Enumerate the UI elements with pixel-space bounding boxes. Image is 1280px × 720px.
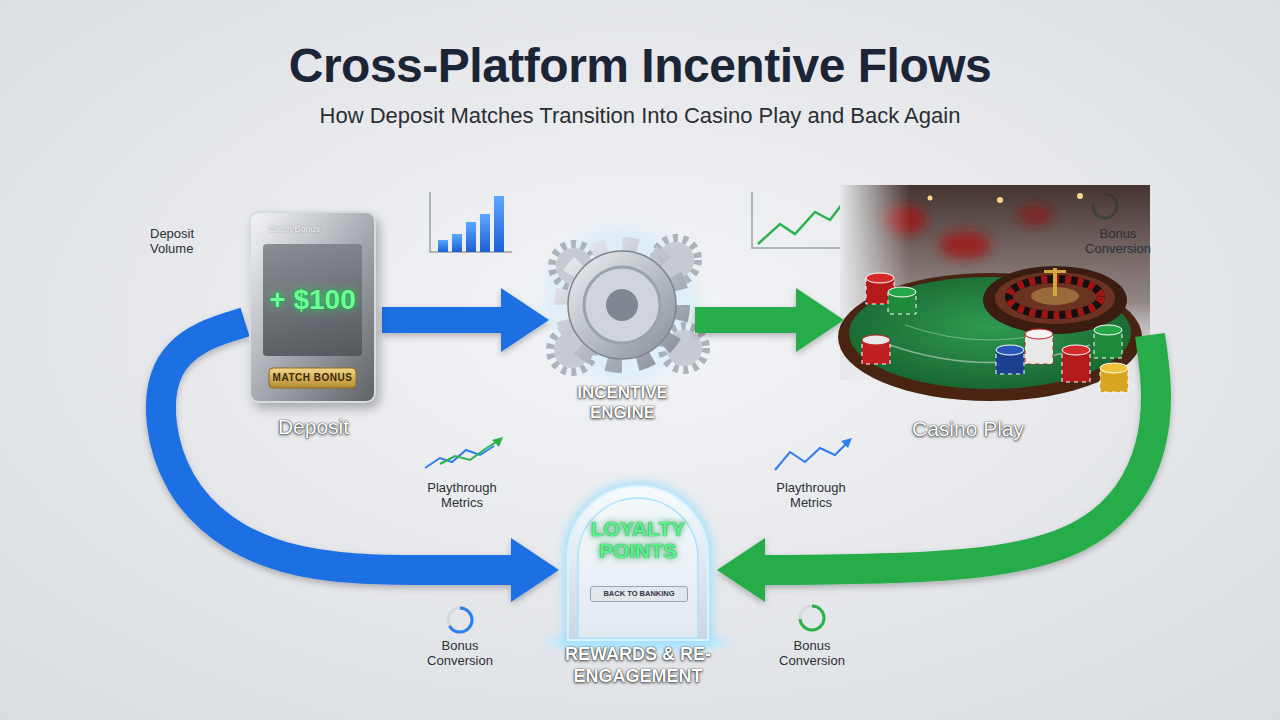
main-gear <box>584 267 660 343</box>
felt-marking <box>890 345 1090 363</box>
metric-label: Bonus Conversion <box>1078 226 1158 256</box>
chip-stack <box>1094 325 1122 335</box>
main-gear <box>606 289 638 321</box>
chip-stack <box>996 345 1024 355</box>
metric-label: Playthrough Metrics <box>761 480 861 510</box>
chip-stack <box>866 273 894 283</box>
diagram-subtitle: How Deposit Matches Transition Into Casi… <box>0 103 1280 129</box>
metric-label: Playthrough Metrics <box>412 480 512 510</box>
casino-play: Casino Play <box>845 185 1150 445</box>
progress-ring <box>800 606 824 630</box>
diagram-title: Cross-Platform Incentive Flows <box>0 38 1280 93</box>
arch-button: BACK TO BANKING <box>590 586 688 602</box>
metric-label: Deposit Volume <box>150 226 210 256</box>
node-label: INCENTIVE ENGINE <box>555 383 690 423</box>
node-label: REWARDS & RE-ENGAGEMENT <box>523 643 753 687</box>
bonus-amount: + $100 <box>250 284 375 316</box>
chart-axis <box>430 192 512 252</box>
chart-bar <box>466 222 476 252</box>
node-label: Deposit <box>245 415 382 439</box>
chart-bar <box>494 196 504 252</box>
progress-ring <box>448 608 472 632</box>
chip-stack <box>1025 329 1053 339</box>
chart-bar <box>452 234 462 252</box>
card-brand: Batch Bonus <box>269 224 369 234</box>
arch-frame <box>568 486 708 640</box>
roulette-wheel <box>983 266 1127 334</box>
chip-stack <box>1100 363 1128 373</box>
metric-label: Bonus Conversion <box>420 638 500 668</box>
arch-inner <box>578 498 698 638</box>
roulette-spindle <box>1044 270 1066 273</box>
deposit-card: Batch Bonus + $100MATCH BONUS Deposit <box>245 212 382 447</box>
chip-stack <box>1062 345 1090 355</box>
casino-light <box>997 197 1003 203</box>
chip-stack <box>888 287 916 297</box>
chart-line <box>758 199 846 244</box>
chart-line <box>775 443 847 470</box>
chip-stack <box>862 335 890 345</box>
casino-chair <box>939 231 991 259</box>
incentive-engine: INCENTIVE ENGINE <box>550 225 695 425</box>
casino-light <box>1077 193 1083 199</box>
chart-axis <box>752 192 852 248</box>
main-gear <box>568 251 676 359</box>
chart-line <box>440 441 498 464</box>
chart-bar <box>438 240 448 252</box>
chart-arrow <box>841 438 852 448</box>
casino-chair <box>1017 205 1053 225</box>
arch-heading: LOYALTY POINTS <box>578 518 698 562</box>
casino-light <box>928 196 933 201</box>
node-label: Casino Play <box>830 417 1106 441</box>
main-gear <box>562 245 682 365</box>
flow-arrow <box>695 307 797 333</box>
flow-arrow <box>764 335 1156 570</box>
loyalty-arch: LOYALTY POINTSBACK TO BANKINGREWARDS & R… <box>560 478 716 698</box>
chart-bar <box>480 214 490 252</box>
card-body <box>250 212 375 402</box>
arch-glow <box>568 486 708 640</box>
progress-ring <box>800 606 824 630</box>
metric-label: Bonus Conversion <box>772 638 852 668</box>
chart-arrow <box>492 437 503 447</box>
flow-arrow <box>382 307 502 333</box>
bonus-badge: MATCH BONUS <box>269 368 356 388</box>
badge-pill <box>269 368 356 388</box>
progress-ring <box>448 608 472 632</box>
node-shape <box>245 212 382 447</box>
